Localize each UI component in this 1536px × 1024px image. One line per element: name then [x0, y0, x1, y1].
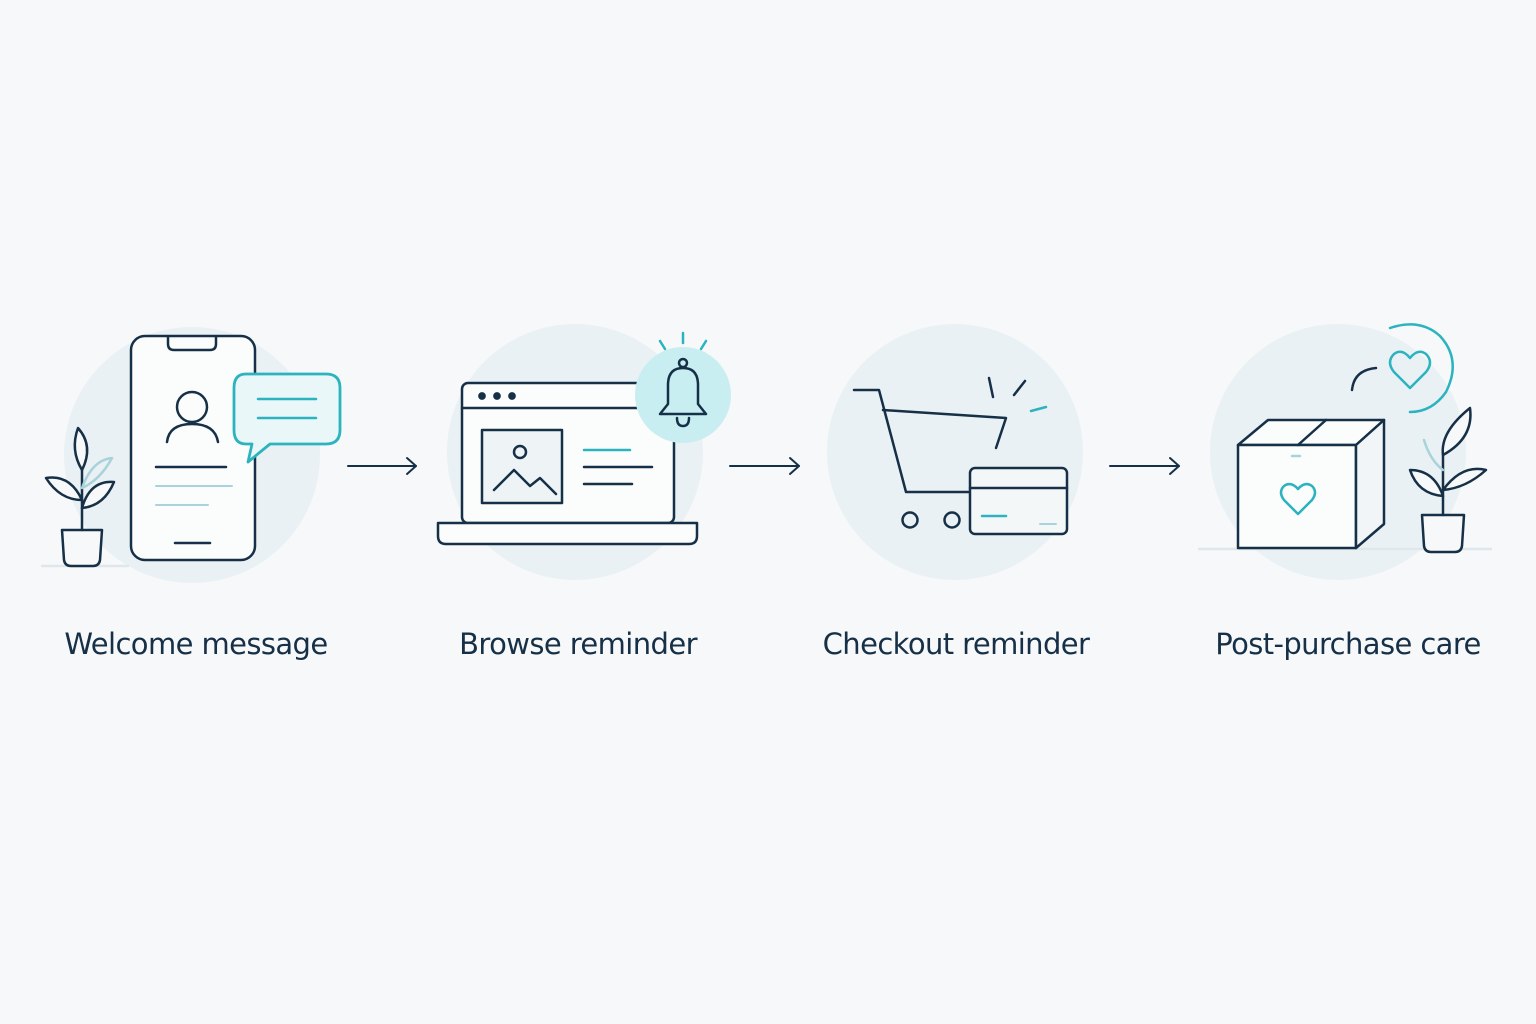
arrow-1-icon — [347, 457, 417, 475]
step-welcome-message — [40, 327, 342, 583]
arrow-3-icon — [1109, 457, 1180, 475]
step-label-welcome-message: Welcome message — [64, 627, 328, 661]
shopping-cart-icon — [852, 376, 1048, 529]
step-post-purchase-care — [1198, 323, 1492, 580]
arrow-2-icon — [729, 457, 800, 475]
step-label-post-purchase-care: Post-purchase care — [1215, 627, 1481, 661]
floating-heart-icon — [1350, 323, 1454, 414]
package-box-icon — [1236, 418, 1386, 550]
step-browse-reminder — [436, 324, 731, 580]
step-checkout-reminder — [827, 324, 1083, 580]
smartphone-icon — [129, 334, 257, 562]
step-3-backdrop — [827, 324, 1083, 580]
plant-icon — [40, 426, 130, 568]
step-label-checkout-reminder: Checkout reminder — [822, 627, 1090, 661]
plant-icon-right — [1408, 406, 1488, 554]
bell-icon — [635, 331, 731, 443]
step-label-browse-reminder: Browse reminder — [459, 627, 697, 661]
credit-card-icon — [968, 466, 1069, 536]
chat-bubble-icon — [232, 372, 342, 464]
